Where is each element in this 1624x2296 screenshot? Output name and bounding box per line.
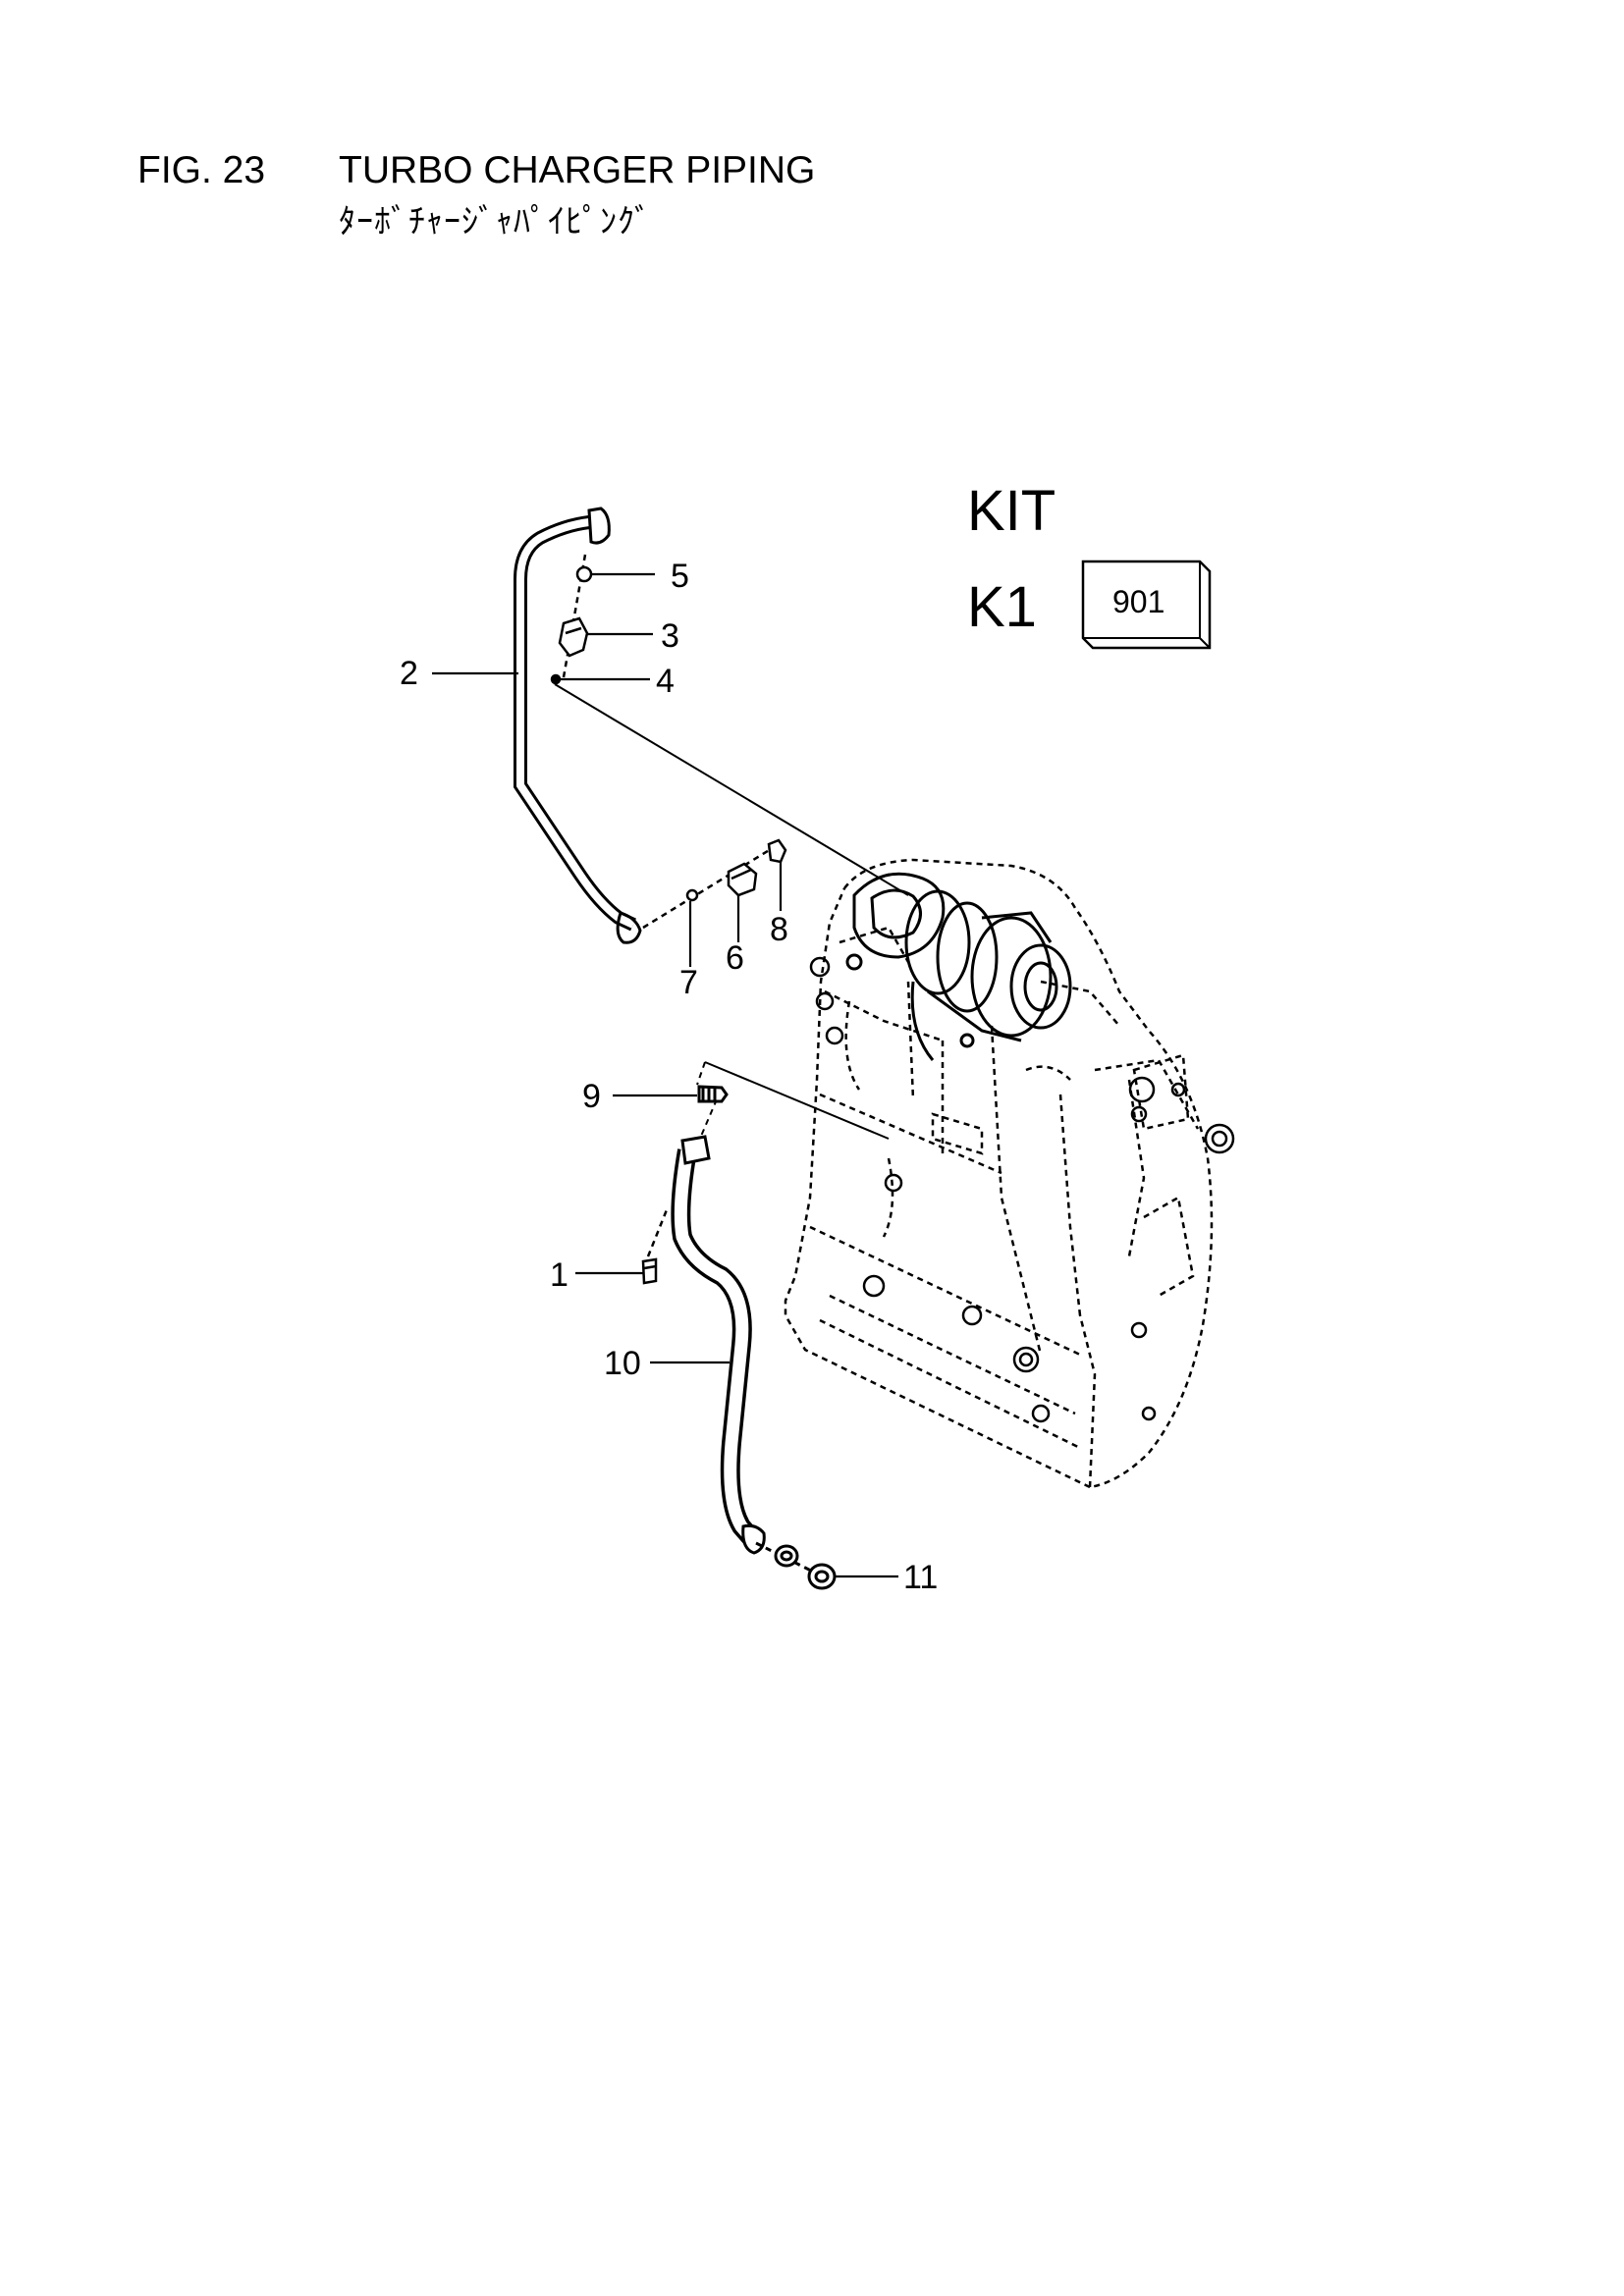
callout-6: 6 — [726, 939, 744, 977]
engine-block-details — [809, 956, 1235, 1423]
kit-number-box: 901 — [1081, 560, 1212, 650]
callout-leaders — [432, 572, 898, 1578]
turbocharger-icon — [845, 872, 1072, 1061]
guide-line-upper — [554, 683, 909, 896]
callout-numbers: 1 2 3 4 5 6 7 8 9 10 11 — [400, 558, 938, 1596]
washer-4 — [550, 673, 562, 685]
bolt-1 — [641, 1206, 670, 1285]
callout-5: 5 — [671, 558, 689, 595]
callout-10: 10 — [604, 1345, 641, 1382]
callout-11: 11 — [903, 1559, 938, 1596]
callout-1: 1 — [550, 1256, 568, 1294]
upper-fittings — [550, 554, 593, 685]
figure-subtitle: ﾀｰﾎﾞﾁｬｰｼﾞｬﾊﾟｲﾋﾟﾝｸﾞ — [339, 202, 652, 241]
kit-code: K1 — [967, 575, 1037, 639]
connector-9 — [697, 1085, 729, 1103]
kit-heading: KIT — [967, 479, 1056, 543]
figure-title: TURBO CHARGER PIPING — [339, 149, 816, 191]
union-6 — [727, 862, 758, 897]
washer-7 — [685, 888, 699, 902]
washer-5 — [575, 565, 593, 583]
callout-2: 2 — [400, 655, 418, 692]
callout-3: 3 — [661, 617, 679, 655]
kit-number: 901 — [1112, 584, 1164, 619]
callout-9: 9 — [582, 1078, 601, 1115]
figure-number: FIG. 23 — [137, 149, 266, 191]
mid-fittings — [642, 838, 787, 930]
union-3 — [558, 616, 589, 658]
callout-4: 4 — [656, 663, 675, 700]
engine-block-outline — [784, 858, 1214, 1489]
plug-8 — [767, 838, 787, 864]
oil-feed-pipe — [514, 507, 642, 944]
kit-block: KIT K1 901 — [967, 479, 1212, 650]
callout-8: 8 — [770, 911, 788, 948]
oil-return-pipe — [671, 1135, 766, 1555]
guide-lines-lower — [696, 1061, 890, 1142]
callout-7: 7 — [679, 964, 698, 1001]
washers-11 — [755, 1541, 837, 1590]
